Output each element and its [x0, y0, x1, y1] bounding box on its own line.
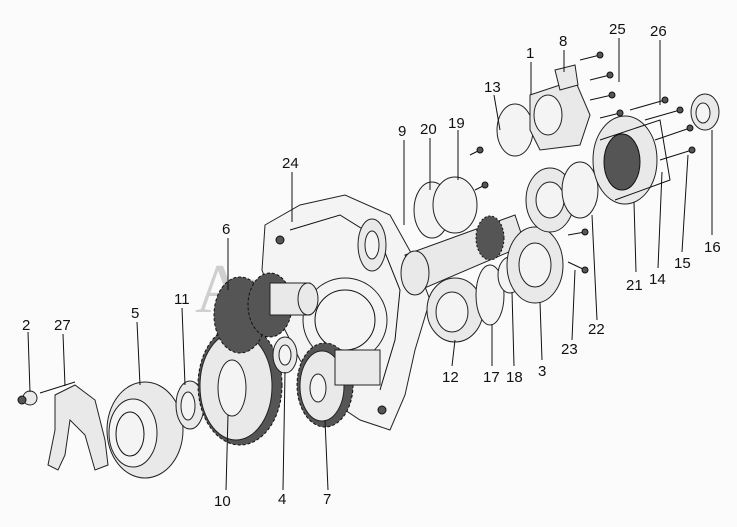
callout-17: 17 [483, 369, 500, 386]
callout-21: 21 [626, 277, 643, 294]
callout-20: 20 [420, 121, 437, 138]
callout-4: 4 [278, 491, 286, 508]
callout-5: 5 [131, 305, 139, 322]
callout-14: 14 [649, 271, 666, 288]
gasket-19 [432, 176, 478, 234]
callout-27: 27 [54, 317, 71, 334]
callout-8: 8 [559, 33, 567, 50]
callout-25: 25 [609, 21, 626, 38]
ring-17 [475, 264, 505, 326]
callout-6: 6 [222, 221, 230, 238]
callout-23: 23 [561, 341, 578, 358]
callout-16: 16 [704, 239, 721, 256]
callout-10: 10 [214, 493, 231, 510]
gear-10 [197, 324, 283, 446]
callout-24: 24 [282, 155, 299, 172]
seal-12 [426, 277, 484, 343]
callout-1: 1 [526, 45, 534, 62]
callout-9: 9 [398, 123, 406, 140]
rear-cover-1 [496, 64, 591, 157]
bearing-9 [357, 218, 387, 272]
callout-18: 18 [506, 369, 523, 386]
callout-3: 3 [538, 363, 546, 380]
input-shaft [400, 214, 526, 296]
clutch-sleeve [106, 381, 184, 479]
callout-7: 7 [323, 491, 331, 508]
bearing-11 [175, 380, 205, 430]
gear-7 [296, 342, 381, 428]
shift-fork [17, 381, 109, 471]
callout-2: 2 [22, 317, 30, 334]
callout-22: 22 [588, 321, 605, 338]
end-cap-16 [690, 93, 720, 131]
callout-11: 11 [174, 291, 190, 308]
end-housing-21 [592, 115, 671, 205]
callout-labels: 1 8 25 26 13 9 20 19 24 6 11 5 2 27 10 4… [22, 21, 721, 510]
callout-12: 12 [442, 369, 459, 386]
callout-19: 19 [448, 115, 465, 132]
gear-6 [213, 272, 319, 354]
bolts [469, 51, 696, 274]
transfer-case-housing [261, 194, 431, 431]
leader-lines [27, 38, 713, 491]
bearing-cover-22 [525, 161, 599, 233]
callout-15: 15 [674, 255, 691, 272]
callout-26: 26 [650, 23, 667, 40]
cover-3 [506, 226, 564, 304]
spacer-4 [272, 336, 298, 374]
callout-13: 13 [484, 79, 501, 96]
